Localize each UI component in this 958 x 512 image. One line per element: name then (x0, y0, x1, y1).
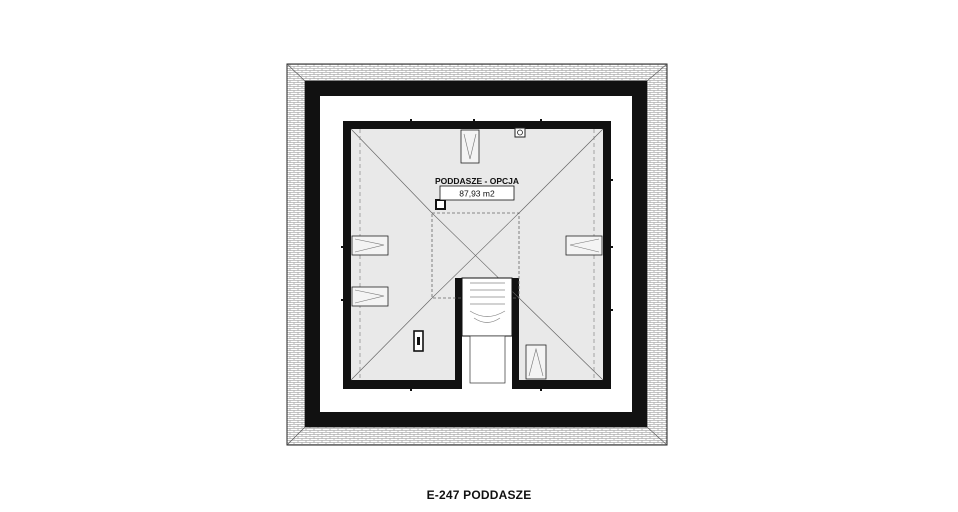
roof-window-bottom-right (525, 344, 547, 380)
roof-window-right (565, 235, 603, 256)
roof-window-top (460, 129, 480, 164)
roof-window-left-lower (351, 286, 389, 307)
ventilation-fan-icon (514, 127, 526, 138)
room-area: 87,93 m2 (459, 189, 495, 199)
room-name: PODDASZE - OPCJA (435, 176, 519, 186)
stair-opening (461, 277, 513, 384)
plan-caption: E-247 PODDASZE (426, 488, 532, 502)
roof-window-left-upper (351, 235, 389, 256)
wall-ticks (341, 119, 613, 391)
attic-floor (350, 128, 604, 381)
room-area-box (439, 185, 515, 201)
hatch-vent (413, 330, 424, 352)
chimney-vent (435, 199, 446, 210)
